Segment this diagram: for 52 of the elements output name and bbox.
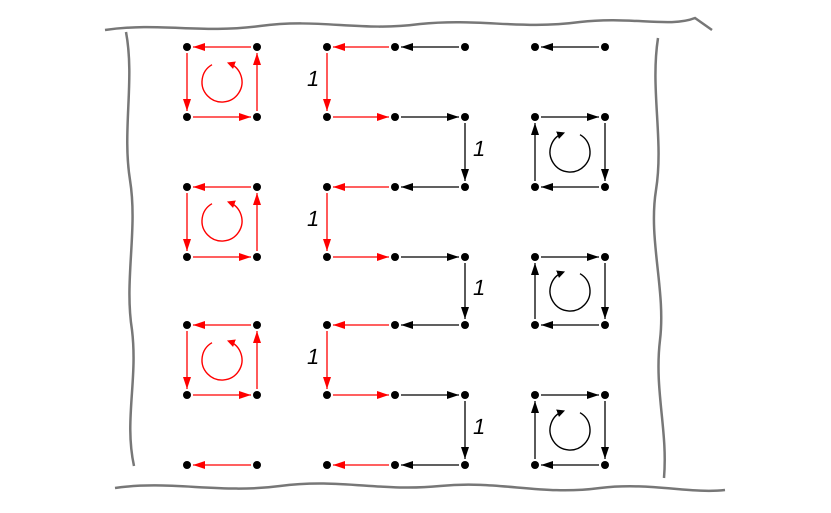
arrow [461,123,469,181]
arrow [541,391,599,399]
edge-label: 1 [307,208,320,230]
arrow [401,183,459,191]
arrow [333,113,389,121]
arrow [401,253,459,261]
arrow [601,263,609,319]
arrow [253,53,261,111]
arrow [401,43,459,51]
arrow [193,391,251,399]
edge-label: 1 [473,416,486,438]
arrow [401,461,459,469]
arrow [601,401,609,459]
arrow [183,53,191,111]
arrow [401,321,459,329]
edge-label: 1 [307,68,320,90]
edge-label: 1 [473,138,486,160]
arrow [333,391,389,399]
edge-label: 1 [473,277,486,299]
arrow [541,113,599,121]
arrow [601,123,609,181]
arrow [541,461,599,469]
arrow [323,193,331,251]
arrow [193,253,251,261]
arrow [333,43,389,51]
arrow [193,461,251,469]
arrow [323,331,331,389]
arrow [333,253,389,261]
arrow [333,183,389,191]
arrow [323,53,331,111]
edge-label: 1 [307,346,320,368]
arrow [401,113,459,121]
arrow [401,391,459,399]
arrow [531,263,539,319]
arrow [253,331,261,389]
arrow [193,113,251,121]
arrow [531,123,539,181]
arrow [541,183,599,191]
arrow [541,321,599,329]
arrow [193,321,251,329]
arrow [193,183,251,191]
arrow [531,401,539,459]
arrow [541,253,599,261]
arrow [541,43,599,51]
arrow [333,461,389,469]
arrow [193,43,251,51]
arrow [461,401,469,459]
arrow [333,321,389,329]
arrow [183,193,191,251]
arrow [183,331,191,389]
arrow [253,193,261,251]
arrow [461,263,469,319]
